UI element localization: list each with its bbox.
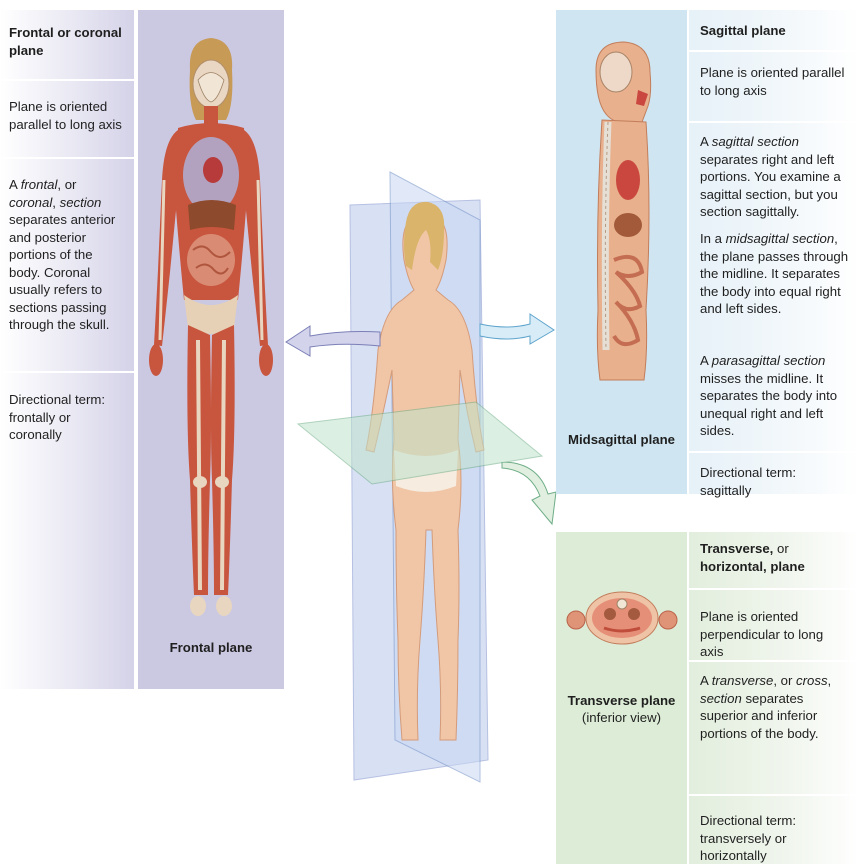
transverse-directional-term: Directional term: transversely or horizo… bbox=[689, 796, 859, 864]
sagittal-title: Sagittal plane bbox=[689, 10, 859, 50]
frontal-orientation: Plane is oriented parallel to long axis bbox=[0, 81, 134, 157]
frontal-plane-panel: Frontal plane bbox=[138, 10, 284, 689]
transverse-plane-caption: Transverse plane (inferior view) bbox=[556, 692, 687, 726]
frontal-body-illustration bbox=[138, 10, 284, 689]
midsagittal-plane-label: Midsagittal plane bbox=[556, 431, 687, 448]
sagittal-section-description: A sagittal section separates right and l… bbox=[689, 123, 859, 223]
transverse-plane-sublabel: (inferior view) bbox=[556, 709, 687, 726]
frontal-section-description: A frontal, or coronal, section separates… bbox=[0, 159, 134, 371]
transverse-orientation: Plane is oriented perpendicular to long … bbox=[689, 590, 859, 660]
transverse-title: Transverse, or horizontal, plane bbox=[689, 532, 859, 588]
sagittal-directional-term: Directional term: sagittally bbox=[689, 453, 859, 494]
frontal-directional-term: Directional term: frontally or coronally bbox=[0, 373, 134, 689]
arrow-to-sagittal bbox=[478, 310, 558, 350]
transverse-plane-panel: Transverse plane (inferior view) bbox=[556, 532, 687, 864]
transverse-section-description: A transverse, or cross, section separate… bbox=[689, 662, 859, 794]
midsagittal-section-description: In a midsagittal section, the plane pass… bbox=[689, 223, 859, 347]
frontal-title: Frontal or coronal plane bbox=[0, 10, 134, 79]
transverse-plane-label: Transverse plane bbox=[556, 692, 687, 709]
sagittal-orientation: Plane is oriented parallel to long axis bbox=[689, 52, 859, 121]
arrow-to-transverse bbox=[500, 462, 560, 528]
arrow-to-frontal bbox=[282, 320, 382, 360]
parasagittal-section-description: A parasagittal section misses the midlin… bbox=[689, 347, 859, 451]
frontal-plane-label: Frontal plane bbox=[138, 639, 284, 656]
transverse-section-illustration bbox=[556, 532, 687, 662]
sagittal-plane-panel: Midsagittal plane bbox=[556, 10, 687, 494]
midsagittal-illustration bbox=[556, 10, 687, 410]
